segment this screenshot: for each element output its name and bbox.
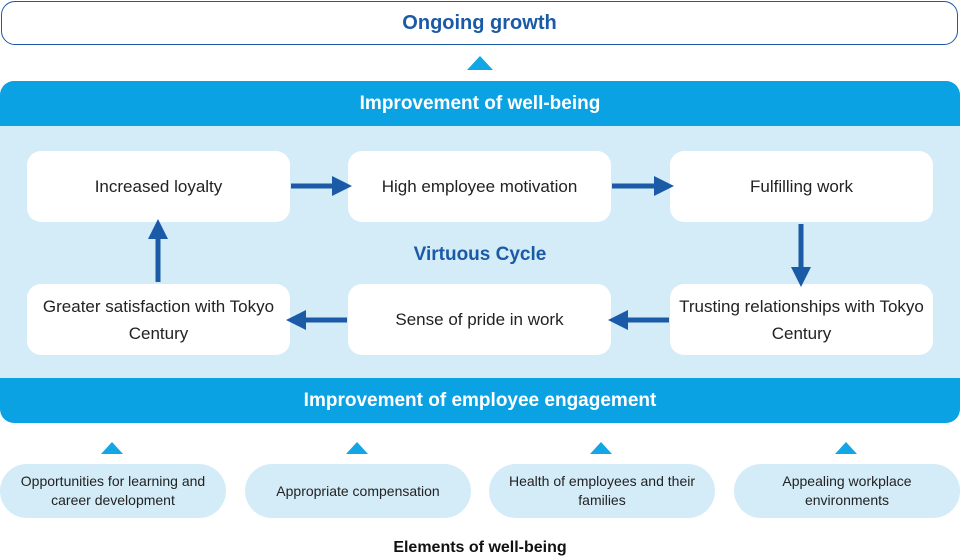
node-label: High employee motivation — [381, 177, 578, 196]
node-label: Increased loyalty — [94, 177, 223, 196]
wellbeing-band-label: Improvement of well-being — [359, 92, 601, 114]
element-health: Health of employees and their families — [489, 464, 715, 518]
up-triangle-icon — [101, 442, 123, 454]
elements-caption-text: Elements of well-being — [393, 539, 567, 556]
virtuous-cycle-panel: Improvement of well-being Increased loya… — [0, 81, 960, 423]
node-label: Sense of pride in work — [395, 310, 564, 329]
node-label: Fulfilling work — [750, 177, 853, 196]
wellbeing-band: Improvement of well-being — [0, 81, 960, 126]
element-label: Appealing workplace environments — [782, 473, 912, 508]
up-triangle-icon — [835, 442, 857, 454]
ongoing-growth-box: Ongoing growth — [1, 1, 958, 45]
virtuous-cycle-text: Virtuous Cycle — [413, 244, 547, 265]
node-sense-of-pride: Sense of pride in work — [348, 284, 611, 355]
node-label: Trusting relationships with Tokyo Centur… — [679, 296, 924, 343]
node-trusting-relationships: Trusting relationships with Tokyo Centur… — [670, 284, 933, 355]
engagement-band-label: Improvement of employee engagement — [303, 389, 657, 411]
ongoing-growth-label: Ongoing growth — [402, 11, 557, 34]
node-high-motivation: High employee motivation — [348, 151, 611, 222]
cycle-arrows — [148, 176, 811, 330]
node-label: Greater satisfaction with Tokyo Century — [42, 296, 275, 343]
element-learning: Opportunities for learning and career de… — [0, 464, 226, 518]
element-compensation: Appropriate compensation — [245, 464, 471, 518]
element-label: Appropriate compensation — [276, 482, 440, 499]
up-triangle-icon — [467, 56, 493, 70]
up-triangle-icon — [590, 442, 612, 454]
element-label: Opportunities for learning and career de… — [20, 473, 206, 508]
engagement-band: Improvement of employee engagement — [0, 378, 960, 423]
up-triangle-icon — [346, 442, 368, 454]
element-workplace: Appealing workplace environments — [734, 464, 960, 518]
elements-caption: Elements of well-being — [280, 537, 680, 559]
virtuous-cycle-label: Virtuous Cycle — [380, 243, 580, 267]
node-fulfilling-work: Fulfilling work — [670, 151, 933, 222]
node-greater-satisfaction: Greater satisfaction with Tokyo Century — [27, 284, 290, 355]
node-increased-loyalty: Increased loyalty — [27, 151, 290, 222]
element-label: Health of employees and their families — [509, 473, 695, 508]
